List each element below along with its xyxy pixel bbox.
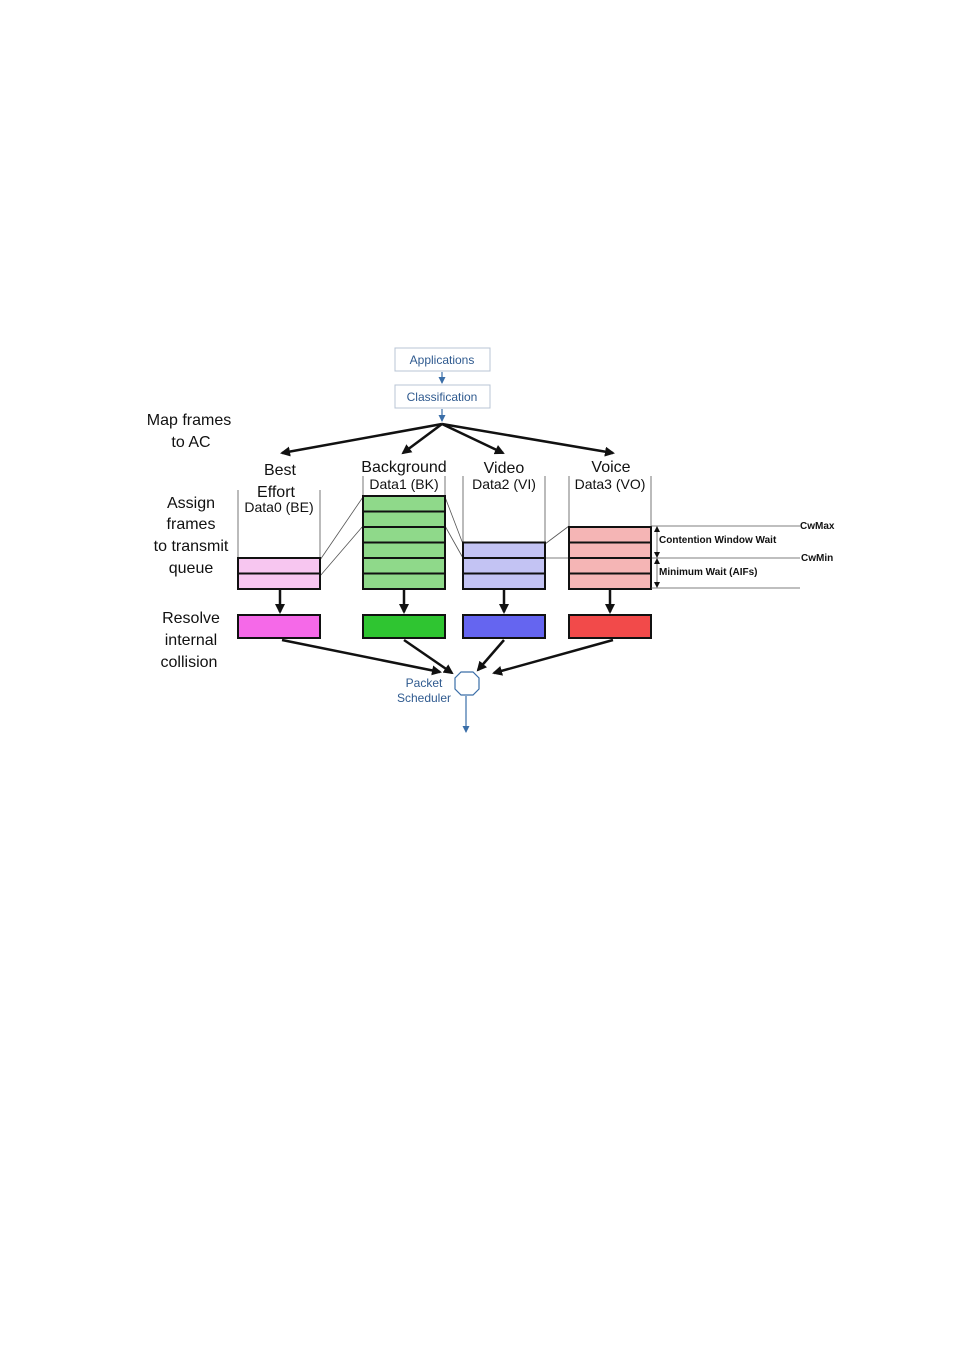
converge-arrow-vi — [476, 639, 505, 672]
assign-label-4: queue — [169, 560, 214, 577]
queue-bk-slot — [362, 572, 446, 590]
connector-be-bk-lower — [319, 525, 364, 577]
packet-scheduler-node — [454, 671, 480, 696]
queue-be-slots — [237, 557, 321, 590]
fanout-arrow-vo — [441, 422, 615, 457]
queue-vo-slot — [568, 541, 652, 559]
map-frames-label-1: Map frames — [147, 412, 231, 429]
queue-be-slot — [237, 557, 321, 575]
fanout-arrow-bk — [401, 422, 443, 455]
queue-bk-slot — [362, 526, 446, 544]
collision-block-vo — [568, 614, 652, 639]
packet-scheduler-label-1: Packet — [406, 676, 443, 690]
minimum-wait-label: Minimum Wait (AIFs) — [659, 567, 758, 578]
cwmax-label: CwMax — [800, 521, 835, 532]
queue-bk-name: Background — [361, 459, 446, 476]
queue-vi-slot — [462, 557, 546, 575]
queue-vi-slot — [462, 541, 546, 559]
queue-bk-slot — [362, 557, 446, 575]
collision-block-vi — [462, 614, 546, 639]
queue-vo-slot — [568, 557, 652, 575]
packet-scheduler-label-2: Scheduler — [397, 691, 451, 705]
assign-label-3: to transmit — [154, 538, 229, 555]
queue-vo-slots — [568, 526, 652, 590]
queue-vi-slot — [462, 572, 546, 590]
queue-bk-slot — [362, 495, 446, 513]
queue-be-name-2: Effort — [257, 484, 296, 501]
queue-rails — [237, 476, 652, 560]
queue-be-code: Data0 (BE) — [244, 499, 313, 515]
classification-label: Classification — [407, 390, 478, 404]
converge-arrow-bk — [403, 638, 454, 675]
fanout-arrow-be — [280, 422, 443, 457]
collision-block-be — [237, 614, 321, 639]
applications-box — [394, 347, 491, 372]
queue-vo-slot — [568, 526, 652, 544]
connector-bk-vi-lower — [444, 525, 464, 559]
connector-vi-vo — [544, 525, 570, 545]
queue-vi-slots — [462, 541, 546, 590]
converge-arrow-be — [281, 638, 442, 676]
cwmin-label: CwMin — [801, 553, 833, 564]
queue-bk-slots — [362, 495, 446, 590]
queue-vo-name: Voice — [591, 459, 630, 476]
resolve-label-2: internal — [165, 632, 217, 649]
fanout-arrow-vi — [441, 422, 505, 455]
collision-block-bk — [362, 614, 446, 639]
queue-vo-slot — [568, 572, 652, 590]
classification-box — [394, 384, 491, 409]
applications-label: Applications — [410, 353, 475, 367]
queue-vi-name: Video — [484, 460, 525, 477]
queue-vo-code: Data3 (VO) — [575, 476, 646, 492]
connector-be-bk-upper — [319, 496, 364, 561]
assign-label-2: frames — [167, 516, 216, 533]
queue-be-name-1: Best — [264, 462, 297, 479]
assign-label-1: Assign — [167, 495, 215, 512]
contention-window-label: Contention Window Wait — [659, 535, 777, 546]
queue-be-slot — [237, 572, 321, 590]
connector-bk-vi-upper — [444, 496, 464, 545]
queue-bk-slot — [362, 510, 446, 528]
converge-arrow-vo — [492, 638, 614, 676]
map-frames-label-2: to AC — [171, 434, 210, 451]
queue-bk-code: Data1 (BK) — [369, 476, 438, 492]
resolve-label-1: Resolve — [162, 610, 220, 627]
queue-vi-code: Data2 (VI) — [472, 476, 536, 492]
resolve-label-3: collision — [161, 654, 218, 671]
queue-bk-slot — [362, 541, 446, 559]
